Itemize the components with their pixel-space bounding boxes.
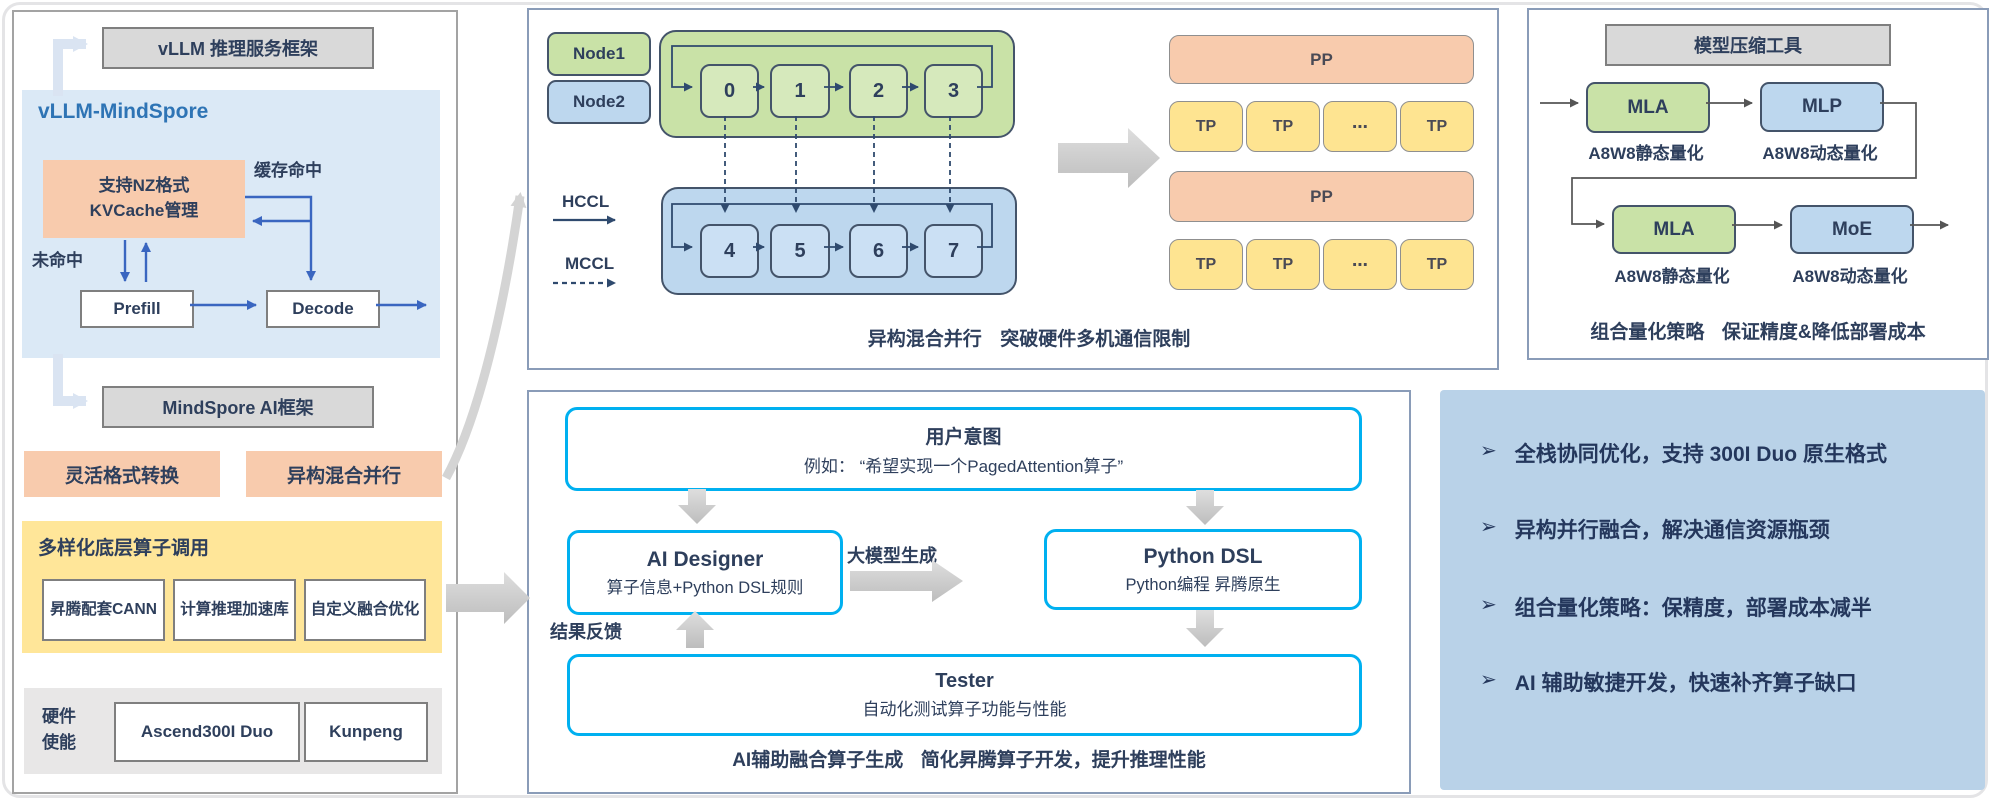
kvcache-box: 支持NZ格式 KVCache管理 — [43, 160, 245, 238]
summary-bullet-text: AI 辅助敏捷开发，快速补齐算子缺口 — [1514, 672, 1857, 695]
bullet-arrow-icon: ➢ — [1480, 440, 1497, 462]
parallel-caption-rest: 突破硬件多机通信限制 — [1000, 329, 1191, 350]
llm-generate-label: 大模型生成 — [847, 546, 937, 566]
parallel-caption: 异构混合并行 突破硬件多机通信限制 — [659, 324, 1399, 351]
device-box-7: 7 — [924, 224, 983, 278]
ai-caption-rest: 简化昇腾算子开发，提升推理性能 — [920, 750, 1206, 771]
hardware-item-ascend: Ascend300I Duo — [114, 702, 300, 762]
prefill-box: Prefill — [80, 290, 194, 328]
quant-sub-dynamic-2: A8W8动态量化 — [1792, 267, 1908, 286]
mindspore-framework-box: MindSpore AI框架 — [102, 386, 374, 428]
tp-box-ellipsis: ⋯ — [1323, 101, 1397, 152]
ai-designer-title: AI Designer — [646, 547, 764, 571]
cache-hit-label: 缓存命中 — [254, 161, 322, 180]
device-box-1: 1 — [770, 64, 830, 118]
summary-bullet-text: 异构并行融合，解决通信资源瓶颈 — [1514, 519, 1830, 542]
bullet-arrow-icon: ➢ — [1480, 516, 1497, 538]
tp-box-ellipsis: ⋯ — [1323, 239, 1397, 290]
device-box-3: 3 — [924, 64, 983, 118]
vllm-mindspore-title: vLLM-MindSpore — [38, 100, 209, 123]
decode-box: Decode — [266, 290, 380, 328]
quant-sub-dynamic-1: A8W8动态量化 — [1762, 144, 1878, 163]
summary-bullet-3: ➢ 组合量化策略：保精度，部署成本减半 — [1480, 592, 1872, 622]
quant-caption-rest: 保证精度&降低部署成本 — [1721, 322, 1926, 343]
vllm-framework-label: vLLM 推理服务框架 — [158, 39, 318, 59]
device-box-6: 6 — [849, 224, 908, 278]
feature-box-parallel: 异构混合并行 — [246, 451, 442, 497]
summary-bullet-2: ➢ 异构并行融合，解决通信资源瓶颈 — [1480, 514, 1830, 544]
tp-box: TP — [1246, 101, 1320, 152]
operator-panel-title: 多样化底层算子调用 — [38, 538, 210, 559]
tester-title: Tester — [935, 670, 994, 692]
python-dsl-title: Python DSL — [1143, 544, 1263, 568]
kvcache-line1: 支持NZ格式 — [98, 176, 190, 196]
ai-designer-subtitle: 算子信息+Python DSL规则 — [606, 578, 804, 597]
cache-miss-label: 未命中 — [32, 251, 83, 270]
user-intent-subtitle: 例如： “希望实现一个PagedAttention算子” — [803, 456, 1124, 476]
hardware-panel: 硬件使能 Ascend300I Duo Kunpeng — [24, 688, 442, 774]
ai-caption: AI辅助融合算子生成 简化昇腾算子开发，提升推理性能 — [529, 745, 1409, 772]
tp-box: TP — [1169, 101, 1243, 152]
hybrid-parallel-panel: Node1 Node2 0 1 2 3 4 5 6 7 HCCL MCCL PP… — [527, 8, 1499, 370]
pp-box-2: PP — [1169, 171, 1474, 222]
pp-box-1: PP — [1169, 35, 1474, 84]
tp-box: TP — [1169, 239, 1243, 290]
quant-sub-static-1: A8W8静态量化 — [1588, 144, 1704, 163]
bullet-arrow-icon: ➢ — [1480, 669, 1497, 691]
mla-box-2: MLA — [1612, 205, 1736, 254]
feature-box-format: 灵活格式转换 — [24, 451, 220, 497]
quantization-panel: 模型压缩工具 MLA MLP A8W8静态量化 A8W8动态量化 MLA MoE… — [1527, 8, 1989, 360]
hardware-panel-label: 硬件使能 — [42, 707, 76, 752]
quant-caption: 组合量化策略 保证精度&降低部署成本 — [1529, 317, 1987, 344]
left-stack-panel: vLLM 推理服务框架 vLLM-MindSpore 支持NZ格式 KVCach… — [12, 10, 458, 794]
bullet-arrow-icon: ➢ — [1480, 594, 1497, 616]
ai-caption-bold: AI辅助融合算子生成 — [732, 750, 904, 771]
user-intent-title: 用户意图 — [925, 426, 1002, 448]
python-dsl-subtitle: Python编程 昇腾原生 — [1125, 575, 1281, 594]
python-dsl-box: Python DSL Python编程 昇腾原生 — [1044, 529, 1362, 610]
operator-panel: 多样化底层算子调用 昇腾配套CANN 计算推理加速库 自定义融合优化 — [22, 521, 442, 653]
summary-bullet-1: ➢ 全栈协同优化，支持 300I Duo 原生格式 — [1480, 438, 1887, 468]
legend-node2: Node2 — [547, 80, 651, 124]
ai-designer-box: AI Designer 算子信息+Python DSL规则 — [567, 530, 843, 615]
mla-box-1: MLA — [1586, 82, 1710, 133]
ai-operator-panel: 用户意图 例如： “希望实现一个PagedAttention算子” AI Des… — [527, 390, 1411, 794]
mlp-box: MLP — [1760, 82, 1884, 132]
quant-caption-bold: 组合量化策略 — [1590, 322, 1705, 343]
mindspore-framework-label: MindSpore AI框架 — [162, 398, 314, 418]
operator-item-fusion: 自定义融合优化 — [304, 579, 426, 641]
operator-item-acclib: 计算推理加速库 — [173, 579, 296, 641]
summary-bullet-4: ➢ AI 辅助敏捷开发，快速补齐算子缺口 — [1480, 667, 1857, 697]
kvcache-line2: KVCache管理 — [89, 201, 199, 220]
operator-item-cann: 昇腾配套CANN — [42, 579, 165, 641]
tester-subtitle: 自动化测试算子功能与性能 — [862, 700, 1067, 719]
vllm-framework-box: vLLM 推理服务框架 — [102, 27, 374, 69]
mccl-label: MCCL — [565, 254, 615, 273]
tp-box: TP — [1400, 239, 1474, 290]
summary-bullet-text: 组合量化策略：保精度，部署成本减半 — [1514, 597, 1872, 620]
user-intent-box: 用户意图 例如： “希望实现一个PagedAttention算子” — [565, 407, 1362, 491]
compression-tool-box: 模型压缩工具 — [1605, 24, 1891, 66]
tp-box: TP — [1246, 239, 1320, 290]
quant-sub-static-2: A8W8静态量化 — [1614, 267, 1730, 286]
hccl-label: HCCL — [562, 192, 610, 211]
device-box-5: 5 — [770, 224, 830, 278]
panel-link-arrows — [442, 192, 530, 624]
parallel-caption-bold: 异构混合并行 — [867, 329, 982, 350]
hardware-item-kunpeng: Kunpeng — [304, 702, 428, 762]
device-box-2: 2 — [849, 64, 908, 118]
summary-panel: ➢ 全栈协同优化，支持 300I Duo 原生格式 ➢ 异构并行融合，解决通信资… — [1440, 390, 1985, 790]
tp-box: TP — [1400, 101, 1474, 152]
legend-node1: Node1 — [547, 32, 651, 76]
device-box-0: 0 — [700, 64, 759, 118]
summary-bullet-text: 全栈协同优化，支持 300I Duo 原生格式 — [1514, 443, 1887, 466]
device-box-4: 4 — [700, 224, 759, 278]
feedback-label: 结果反馈 — [550, 622, 622, 642]
tester-box: Tester 自动化测试算子功能与性能 — [567, 654, 1362, 736]
vllm-mindspore-panel: vLLM-MindSpore 支持NZ格式 KVCache管理 缓存命中 未命中… — [22, 90, 440, 358]
moe-box: MoE — [1790, 205, 1914, 254]
